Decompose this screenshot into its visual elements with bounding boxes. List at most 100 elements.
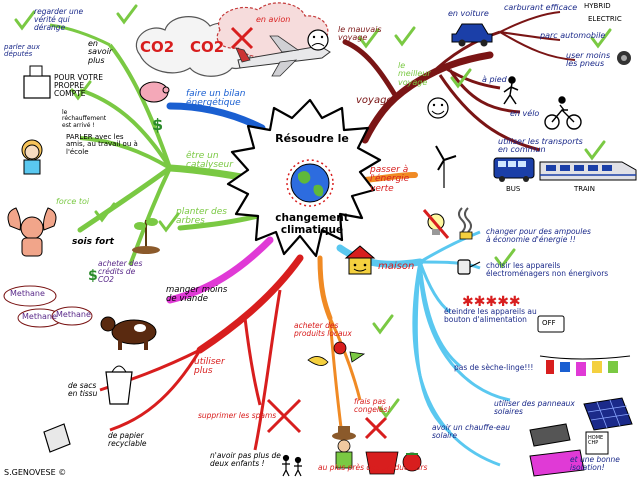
insulation-icon — [529, 449, 585, 477]
bus-icon — [493, 157, 535, 182]
walker-icon — [503, 76, 519, 105]
branch-voyage — [361, 51, 494, 144]
check-icon — [494, 248, 516, 269]
branch-pneus — [499, 31, 576, 61]
label-mauvais-voyage: le mauvais voyage — [338, 25, 382, 43]
home-chp-icon — [585, 431, 609, 455]
farmer-icon — [332, 426, 356, 469]
label-chauffe-eau: avoir un chauffe-eau solaire — [432, 423, 510, 440]
label-home-chp: HOME CHP — [588, 435, 604, 447]
check-icon — [584, 140, 606, 161]
check-icon — [590, 28, 612, 49]
branch-viande — [166, 236, 274, 304]
label-en-savoir: en savoir plus — [88, 39, 113, 65]
label-methane-1: Methane — [10, 289, 45, 298]
check-icon — [394, 26, 416, 47]
branch-isolation — [412, 261, 501, 467]
branch-ampoules — [419, 230, 481, 264]
label-methane-2: Methane — [22, 312, 57, 321]
branch-maison — [336, 244, 424, 268]
label-co2: CO2 — [140, 38, 175, 56]
label-energie-verte: passer à l'énergie verte — [370, 165, 410, 194]
check-icon — [14, 10, 36, 31]
branch-parler — [79, 136, 172, 170]
branch-spams — [243, 317, 262, 406]
tree-sapling-icon — [132, 218, 160, 254]
clothesline-icon — [539, 355, 631, 376]
label-parc-auto: parc automobile — [540, 31, 606, 40]
wind-turbine-icon — [435, 145, 457, 188]
girl-talking-icon — [21, 139, 43, 175]
label-bus: BUS — [506, 185, 521, 193]
center-title: Résoudre le — [275, 132, 349, 145]
frozen-cross-icon — [364, 416, 388, 440]
tote-bag-icon — [105, 365, 133, 405]
label-plus-pres: au plus près des producteurs — [318, 463, 428, 472]
branch-parc — [499, 31, 561, 41]
solar-panel-icon — [583, 397, 633, 431]
label-carburant: carburant efficace — [504, 3, 578, 12]
label-produits-locaux: acheter des produits locaux — [294, 321, 352, 338]
strong-man-icon — [7, 207, 57, 257]
branch-velo — [448, 69, 521, 114]
label-hybrid: HYBRID — [584, 2, 611, 10]
label-viande: manger moins de viande — [166, 285, 228, 304]
branch-transports — [438, 74, 541, 152]
label-papier: de papier recyclable — [108, 431, 147, 448]
label-a-pied: à pied — [482, 75, 507, 84]
energy-stars-icon: ✱✱✱✱✱ — [462, 294, 521, 310]
check-icon — [378, 398, 400, 419]
earth-icon — [290, 163, 330, 203]
cross-mark-icon — [230, 26, 254, 50]
branch-bilan — [166, 102, 266, 132]
branch-sois-fort — [77, 165, 173, 233]
strawberry-basket-icon — [365, 451, 399, 475]
label-transports: utiliser les transports en commun — [498, 137, 583, 155]
label-enfants: n'avoir pas plus de deux enfants ! — [210, 451, 281, 468]
label-user-pneus: user moins les pneus — [566, 51, 611, 69]
label-appareils: choisir les appareils électroménagers no… — [486, 261, 609, 278]
smiley-icon — [427, 97, 449, 119]
cow-icon — [100, 316, 157, 350]
label-ampoules: changer pour des ampoules à économie d'é… — [486, 227, 591, 244]
check-icon — [94, 202, 116, 223]
eco-bulb-icon — [458, 207, 473, 240]
tomato-icon — [402, 452, 422, 472]
ballot-box-icon — [23, 65, 51, 99]
branch-enfants — [253, 289, 282, 451]
check-icon — [358, 28, 380, 49]
label-train: TRAIN — [574, 185, 595, 193]
label-pour-votre: POUR VOTRE PROPRE COMPTE — [54, 73, 103, 98]
paper-bag-icon — [43, 423, 71, 453]
label-spams: supprimer les spams — [198, 411, 277, 420]
check-icon — [450, 68, 472, 89]
sad-face-icon — [307, 29, 329, 51]
label-en-voiture: en voiture — [448, 9, 489, 18]
methane-clouds — [3, 285, 93, 328]
branch-energie-verte — [362, 172, 418, 183]
branch-panneaux — [418, 261, 511, 402]
label-parler: PARLER avec les amis, au travail ou à l'… — [66, 133, 138, 156]
house-icon — [344, 245, 376, 275]
label-seche-linge: pas de sèche-linge!!! — [454, 363, 534, 372]
label-electric: ELECTRIC — [588, 15, 622, 23]
dollar-icon-2: $ — [88, 268, 98, 284]
label-en-velo: en vélo — [510, 109, 540, 118]
label-isolation: et une bonne isolation! — [570, 455, 620, 472]
label-methane-3: Methane — [56, 310, 91, 319]
children-icon — [282, 454, 302, 477]
label-parler-deputes: parler aux députés — [4, 43, 40, 59]
label-off: OFF — [542, 319, 556, 327]
piggy-bank-icon — [139, 81, 170, 103]
label-force-toi: force toi — [56, 197, 90, 206]
label-meilleur-voyage: le meilleur voyage — [398, 61, 431, 87]
label-en-avion: en avion — [256, 15, 291, 24]
spam-cross-icon — [266, 398, 302, 434]
bicycle-icon — [544, 96, 582, 130]
check-icon — [116, 4, 138, 25]
solar-water-heater-icon — [529, 423, 571, 447]
label-bilan: faire un bilan énergétique — [186, 89, 246, 109]
label-utiliser-plus: utiliser plus — [194, 357, 225, 377]
label-verite: regarder une vérité qui dérange — [34, 7, 84, 32]
